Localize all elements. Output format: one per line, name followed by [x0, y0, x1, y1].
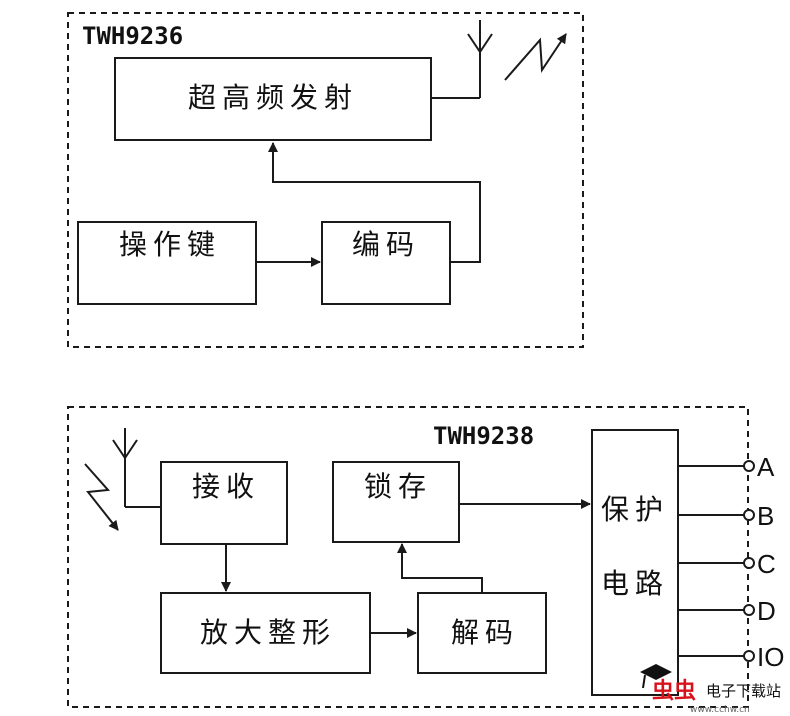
receiver-model-label: TWH9238: [433, 422, 534, 450]
output-terminal-a: A: [678, 452, 775, 482]
output-terminal-d: D: [678, 596, 776, 626]
protection-label-line1: 保护: [601, 493, 669, 526]
radio-wave-out-icon: [504, 33, 567, 81]
output-label-d: D: [757, 596, 776, 626]
transmitter-antenna-icon: [467, 20, 493, 98]
encoder-block: [321, 221, 451, 305]
output-terminal-c: C: [678, 549, 776, 579]
watermark-url: www.cchw.cn: [690, 705, 750, 715]
receiver-group-border: [67, 406, 749, 708]
amp-shaper-label: 放大整形: [200, 616, 336, 649]
watermark-brand: 虫虫: [652, 678, 696, 704]
receiver-antenna-icon: [112, 428, 138, 507]
receive-block: [160, 461, 288, 545]
keys-block: [77, 221, 257, 305]
encoder-label: 编码: [352, 228, 420, 261]
output-label-b: B: [757, 501, 774, 531]
transmitter-model-label: TWH9236: [82, 22, 183, 50]
rf-transmit-block: [114, 57, 432, 141]
radio-wave-in-icon: [84, 463, 119, 531]
watermark: 虫虫 电子下载站 www.cchw.cn: [640, 664, 781, 715]
latch-block: [332, 461, 460, 543]
transmitter-group-border: [67, 12, 584, 348]
protection-label-line2: 电路: [601, 567, 669, 600]
output-label-c: C: [757, 549, 776, 579]
decoder-label: 解码: [451, 616, 519, 649]
latch-label: 锁存: [364, 470, 432, 503]
keys-label: 操作键: [119, 228, 221, 261]
decoder-to-latch-arrow: [397, 543, 483, 593]
graduation-cap-icon: [640, 664, 672, 680]
output-label-a: A: [757, 452, 775, 482]
output-terminal-io: IO: [678, 642, 784, 672]
output-label-io: IO: [757, 642, 784, 672]
rf-transmit-label: 超高频发射: [188, 81, 358, 114]
output-terminal-b: B: [678, 501, 774, 531]
amp-shaper-block: [160, 592, 371, 674]
receive-label: 接收: [192, 470, 260, 503]
protection-circuit-block: [591, 429, 679, 696]
encoder-to-rf-arrow: [268, 142, 481, 263]
watermark-text: 电子下载站: [706, 682, 781, 700]
